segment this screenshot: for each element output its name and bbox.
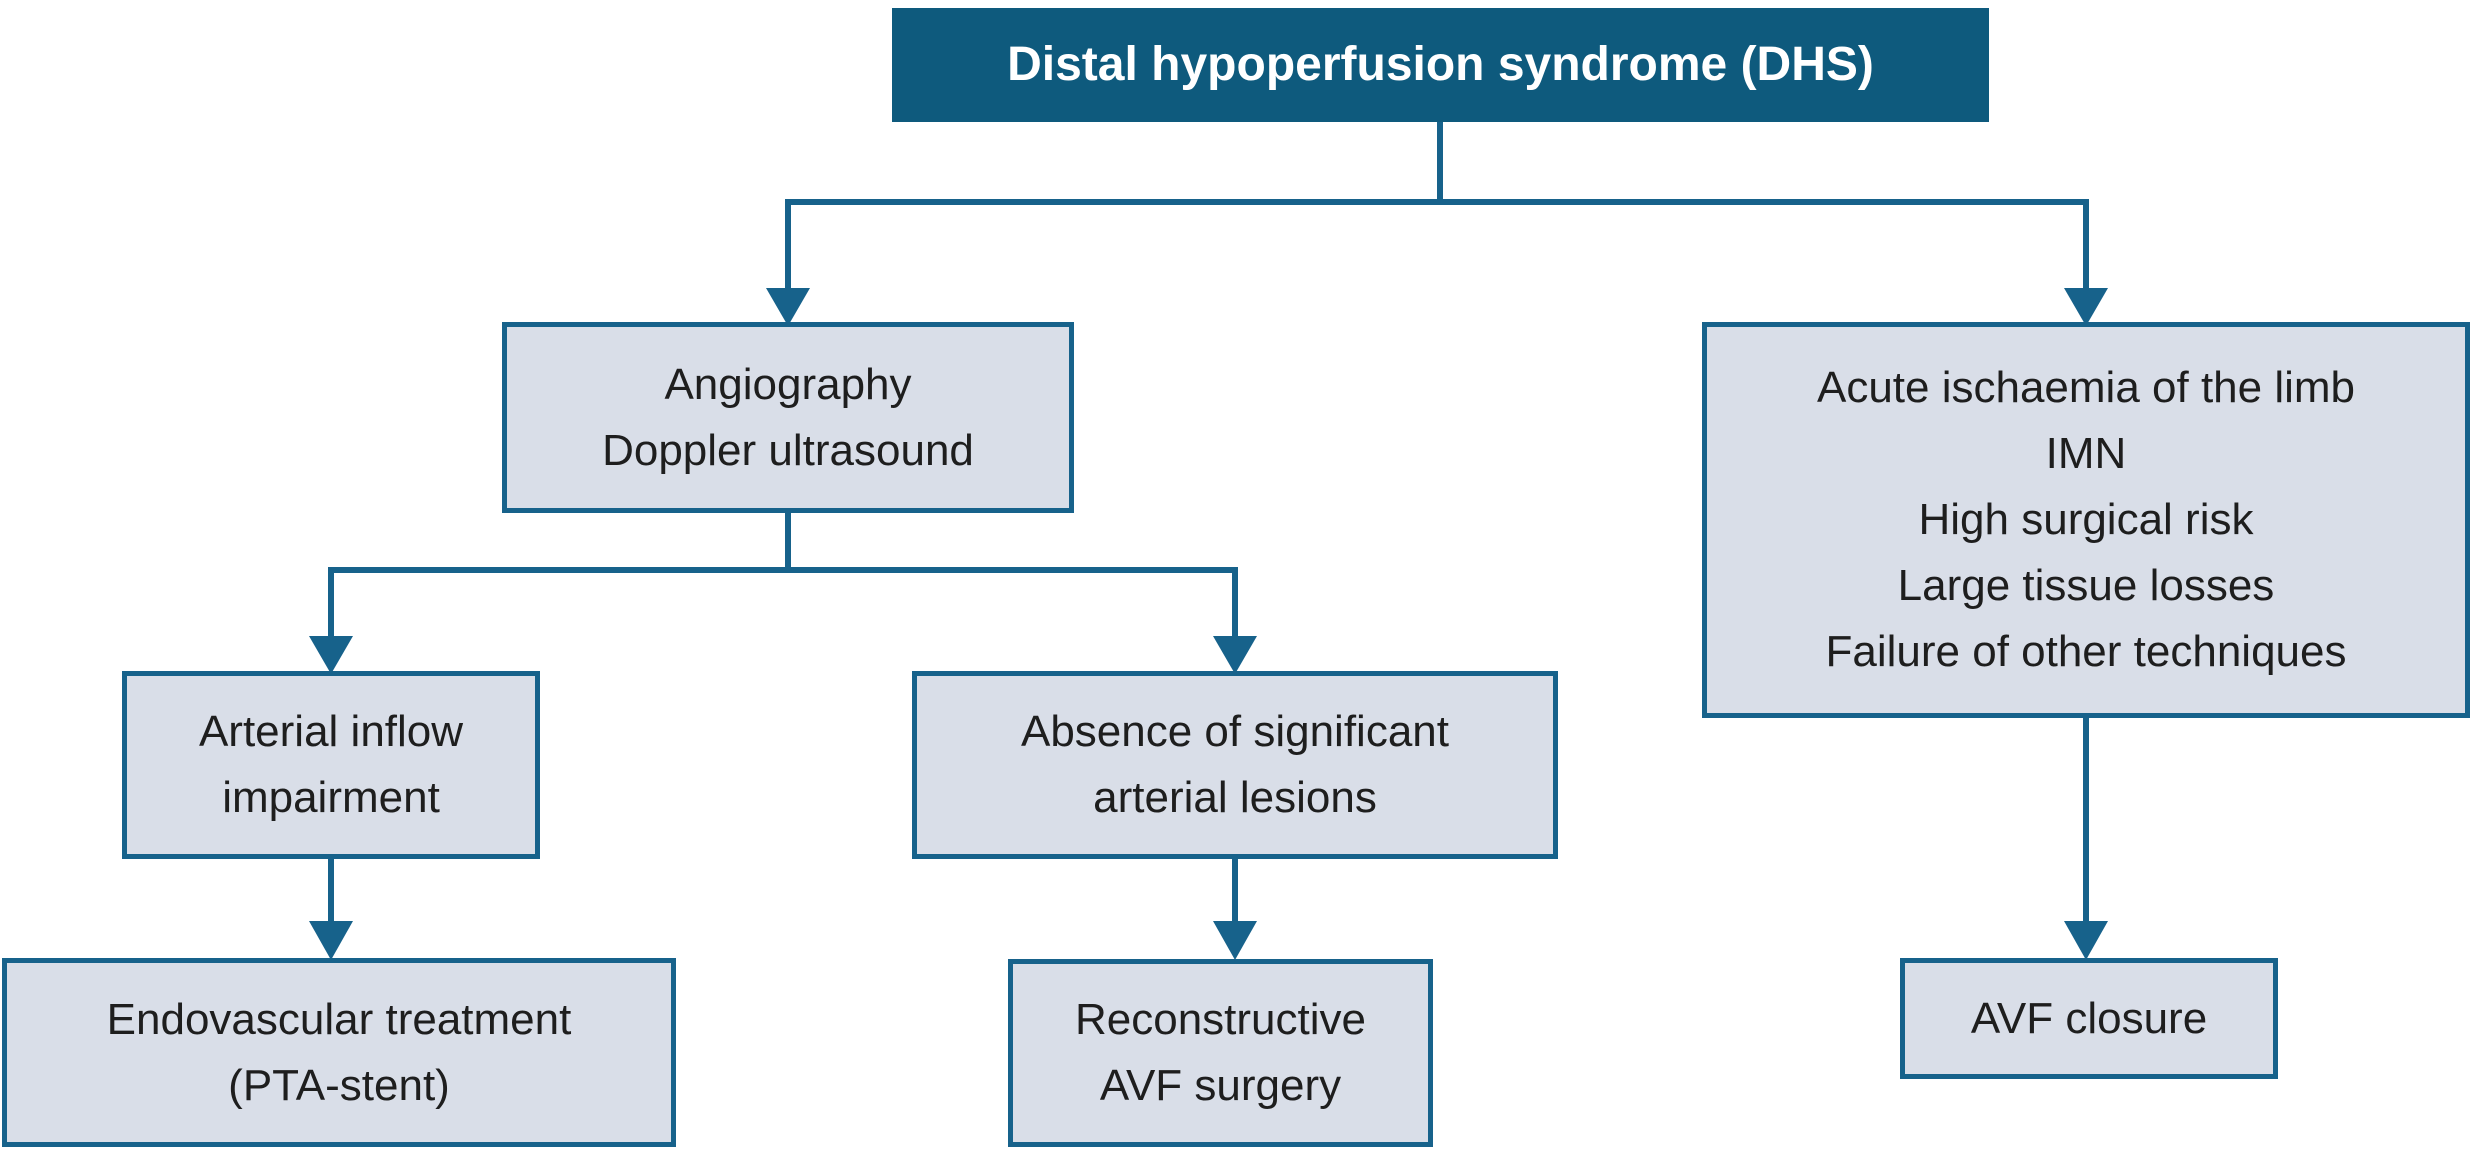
arrowhead-icon (309, 636, 353, 674)
arrowhead-icon (766, 288, 810, 326)
node-indications: Acute ischaemia of the limb IMN High sur… (1702, 322, 2470, 718)
node-dhs-header: Distal hypoperfusion syndrome (DHS) (892, 8, 1989, 122)
arrowhead-icon (309, 921, 353, 960)
edge-root-split (785, 122, 2089, 292)
node-avf-closure: AVF closure (1900, 958, 2278, 1079)
edge-diagnostics-split (328, 511, 1238, 639)
arrowhead-icon (2064, 288, 2108, 326)
node-arterial-inflow-impairment: Arterial inflow impairment (122, 671, 540, 859)
arrowhead-icon (1213, 921, 1257, 960)
node-reconstructive-avf-surgery: Reconstructive AVF surgery (1008, 959, 1433, 1147)
node-endovascular-treatment: Endovascular treatment (PTA-stent) (2, 958, 676, 1147)
node-absence-arterial-lesions: Absence of significant arterial lesions (912, 671, 1558, 859)
node-diagnostics: Angiography Doppler ultrasound (502, 322, 1074, 513)
arrowhead-icon (2064, 921, 2108, 960)
arrowhead-icon (1213, 636, 1257, 674)
